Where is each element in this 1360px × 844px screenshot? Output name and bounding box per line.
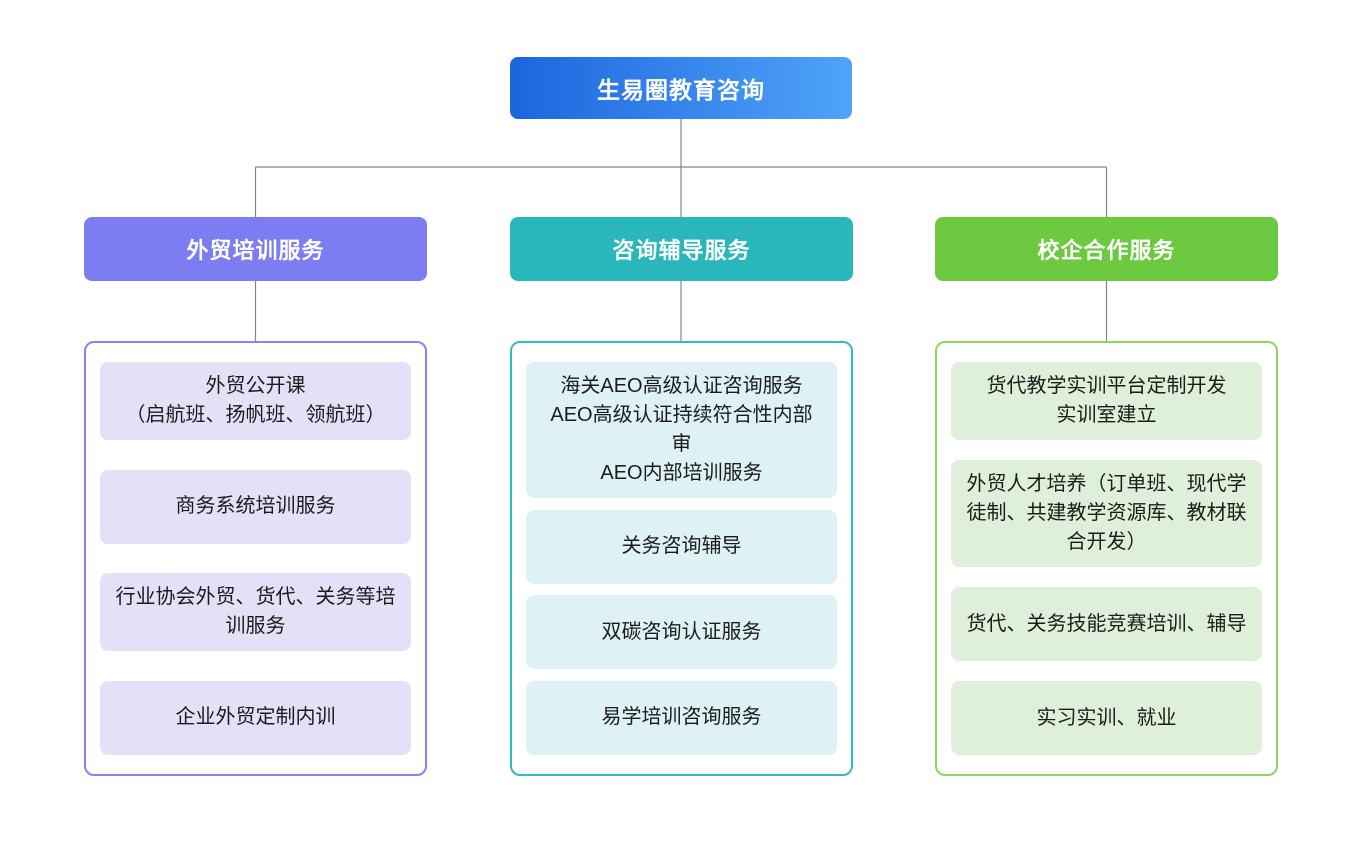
service-item: 外贸人才培养（订单班、现代学徒制、共建教学资源库、教材联合开发） — [951, 460, 1262, 567]
branch-header-consulting-coaching: 咨询辅导服务 — [510, 217, 853, 281]
branch-header-school-enterprise-cooperation: 校企合作服务 — [935, 217, 1278, 281]
service-item: 货代教学实训平台定制开发 实训室建立 — [951, 362, 1262, 440]
service-item: 双碳咨询认证服务 — [526, 595, 837, 670]
service-item: 行业协会外贸、货代、关务等培训服务 — [100, 573, 411, 652]
service-item: 易学培训咨询服务 — [526, 680, 837, 755]
branch-container-foreign-trade-training: 外贸公开课 （启航班、扬帆班、领航班） 商务系统培训服务 行业协会外贸、货代、关… — [84, 341, 427, 776]
service-item: 海关AEO高级认证咨询服务 AEO高级认证持续符合性内部审 AEO内部培训服务 — [526, 362, 837, 498]
service-item: 外贸公开课 （启航班、扬帆班、领航班） — [100, 362, 411, 440]
root-node: 生易圈教育咨询 — [510, 57, 852, 119]
branch-container-school-enterprise-cooperation: 货代教学实训平台定制开发 实训室建立 外贸人才培养（订单班、现代学徒制、共建教学… — [935, 341, 1278, 776]
service-item: 商务系统培训服务 — [100, 469, 411, 544]
service-item: 货代、关务技能竞赛培训、辅导 — [951, 587, 1262, 661]
branch-container-consulting-coaching: 海关AEO高级认证咨询服务 AEO高级认证持续符合性内部审 AEO内部培训服务 … — [510, 341, 853, 776]
service-item: 企业外贸定制内训 — [100, 680, 411, 755]
branch-header-foreign-trade-training: 外贸培训服务 — [84, 217, 427, 281]
service-item: 关务咨询辅导 — [526, 509, 837, 584]
service-item: 实习实训、就业 — [951, 681, 1262, 755]
